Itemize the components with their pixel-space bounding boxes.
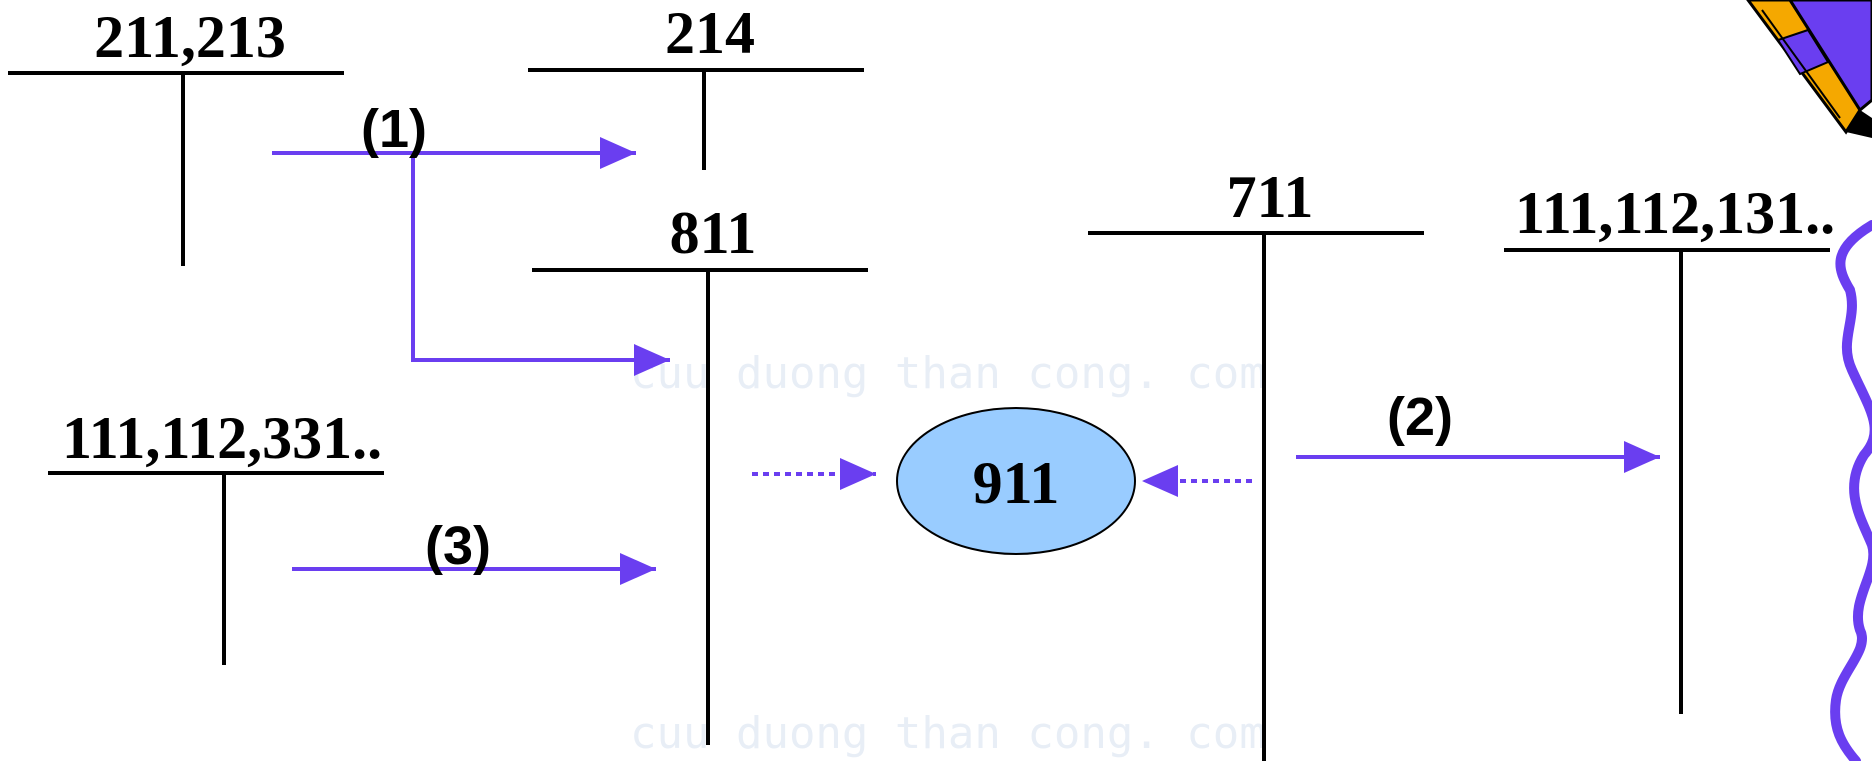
result-ellipse: [896, 407, 1136, 555]
account-label: 811: [670, 200, 757, 266]
pencil-icon: [1746, 0, 1872, 138]
result-label: 911: [973, 450, 1060, 516]
t-account-711: 711: [1088, 164, 1424, 761]
scribble-decoration: [1830, 220, 1872, 761]
t-account-111-112-131: 111,112,131..: [1504, 180, 1835, 714]
step-label: (1): [361, 99, 427, 159]
t-account-214: 214: [528, 0, 864, 170]
flow-step-2: (2): [1296, 387, 1660, 473]
watermark-text: cuu duong than cong. com: [630, 708, 1266, 759]
result-node-911: 911: [896, 407, 1136, 555]
step-label: (3): [425, 516, 491, 576]
arrow-to-811: [411, 153, 670, 376]
flow-step-3: (3): [292, 516, 656, 585]
account-label: 111,112,131..: [1515, 180, 1835, 246]
flow-step-1: (1): [272, 99, 670, 376]
account-label: 211,213: [94, 4, 286, 70]
step-label: (2): [1387, 387, 1453, 447]
t-account-211-213: 211,213: [8, 4, 344, 266]
t-account-111-112-331: 111,112,331..: [48, 405, 384, 665]
t-account-811: 811: [532, 200, 868, 745]
account-label: 111,112,331..: [62, 405, 382, 471]
account-label: 214: [665, 0, 755, 66]
account-label: 711: [1227, 164, 1314, 230]
watermark-text: cuu duong than cong. com: [630, 348, 1266, 399]
